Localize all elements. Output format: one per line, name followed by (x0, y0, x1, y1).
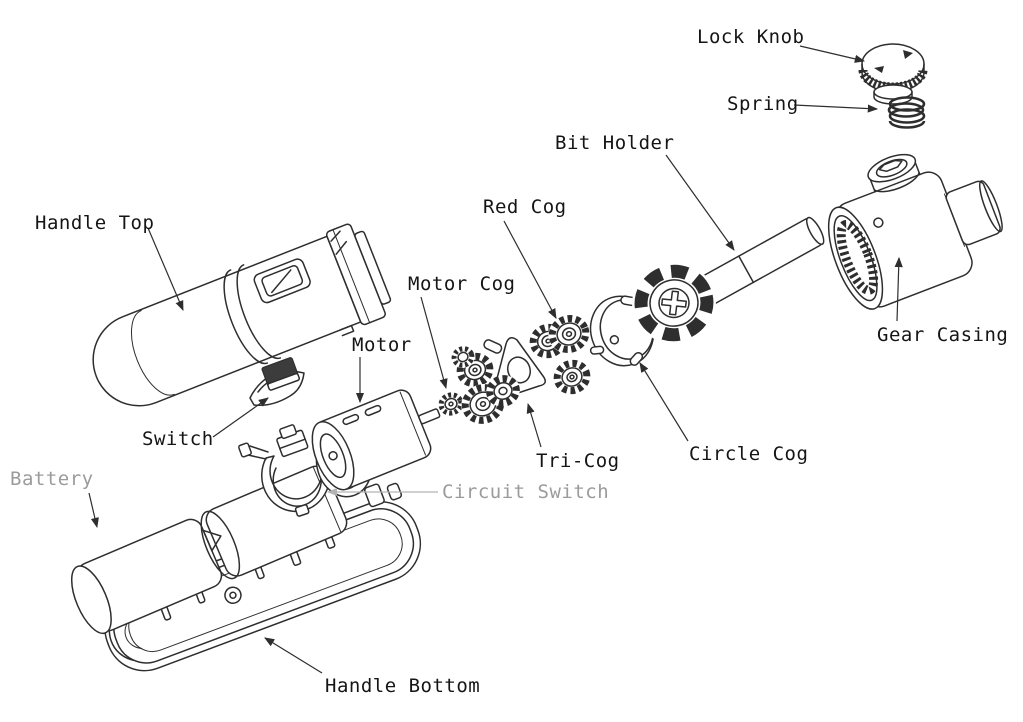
leader-circle-cog (639, 362, 688, 441)
gear (486, 375, 520, 407)
leader-gear-casing (894, 256, 903, 321)
handle-top-part (78, 219, 396, 425)
label-switch: Switch (142, 428, 214, 450)
leader-lines (89, 46, 903, 673)
motor-part (304, 380, 452, 496)
gear (553, 359, 591, 395)
gear (451, 346, 475, 368)
leader-lock-knob (800, 46, 866, 63)
label-red-cog: Red Cog (483, 196, 567, 218)
label-spring: Spring (727, 93, 799, 115)
bit-holder-part (632, 215, 827, 344)
label-motor-cog: Motor Cog (408, 273, 516, 295)
switch-part (250, 357, 304, 405)
label-tri-cog: Tri-Cog (536, 450, 620, 472)
label-battery: Battery (10, 468, 94, 490)
leader-battery (89, 493, 99, 529)
spring-part (889, 98, 924, 128)
label-motor: Motor (352, 334, 412, 356)
leader-red-cog (504, 221, 556, 319)
leader-motor-cog (421, 297, 448, 390)
motor-cog-part (438, 392, 464, 416)
label-circuit-switch: Circuit Switch (442, 481, 610, 503)
label-gear-casing: Gear Casing (877, 324, 1009, 346)
label-handle-top: Handle Top (35, 212, 155, 234)
label-circle-cog: Circle Cog (689, 443, 809, 465)
leader-bit-holder (666, 155, 735, 251)
lock-knob-part (862, 44, 924, 104)
leader-handle-top (148, 228, 183, 311)
leader-handle-bottom (264, 637, 322, 673)
gear-cluster (438, 314, 591, 425)
label-lock-knob: Lock Knob (697, 26, 805, 48)
leader-spring (794, 105, 879, 113)
leader-tri-cog (526, 402, 541, 447)
label-handle-bottom: Handle Bottom (325, 675, 481, 697)
gear (548, 314, 590, 354)
leader-switch (213, 397, 269, 437)
gear-casing-part (807, 127, 1016, 316)
label-bit-holder: Bit Holder (555, 132, 675, 154)
